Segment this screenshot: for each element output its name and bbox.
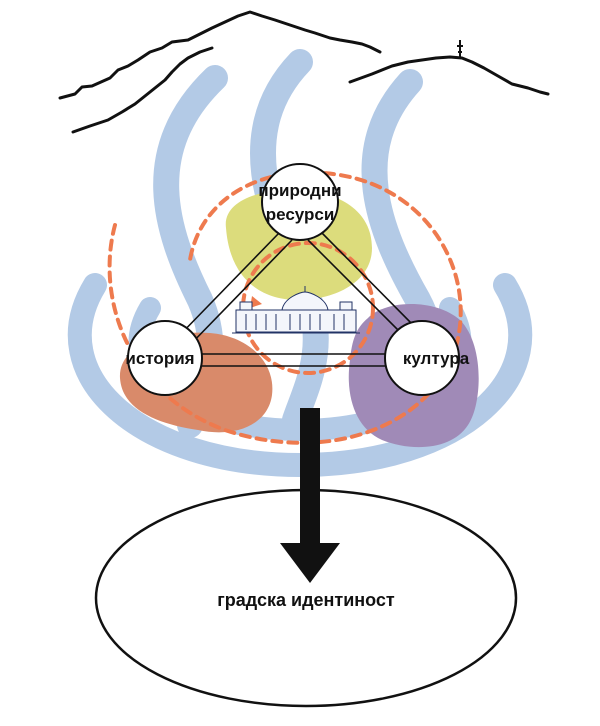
node-history-circle — [127, 320, 203, 396]
mountain-ridge-icon — [58, 10, 382, 100]
node-natural-resources-circle — [261, 163, 339, 241]
node-history: история — [125, 320, 203, 396]
connector-nature-culture — [307, 231, 419, 339]
connector-history-culture — [200, 353, 386, 367]
node-natural-resources-label-2: ресурси — [266, 205, 335, 224]
dashed-ring-arrow — [250, 296, 262, 308]
node-culture: култура — [384, 320, 470, 396]
node-culture-circle — [384, 320, 460, 396]
mountain-ridge-right-icon — [348, 55, 550, 96]
tv-tower-icon — [457, 40, 463, 58]
arrow-down-icon — [280, 408, 340, 583]
outcome-label: градска идентиност — [217, 590, 395, 610]
connector-nature-history — [174, 231, 293, 350]
triangle-connectors — [174, 231, 419, 367]
node-culture-label: култура — [403, 349, 470, 368]
node-natural-resources-label-1: природни — [258, 181, 341, 200]
dashed-ring-small — [241, 241, 375, 375]
node-history-label: история — [125, 349, 194, 368]
mountain-ridge-lower-icon — [71, 46, 214, 134]
bath-building-icon — [232, 286, 360, 334]
node-natural-resources: природни ресурси — [258, 163, 342, 241]
